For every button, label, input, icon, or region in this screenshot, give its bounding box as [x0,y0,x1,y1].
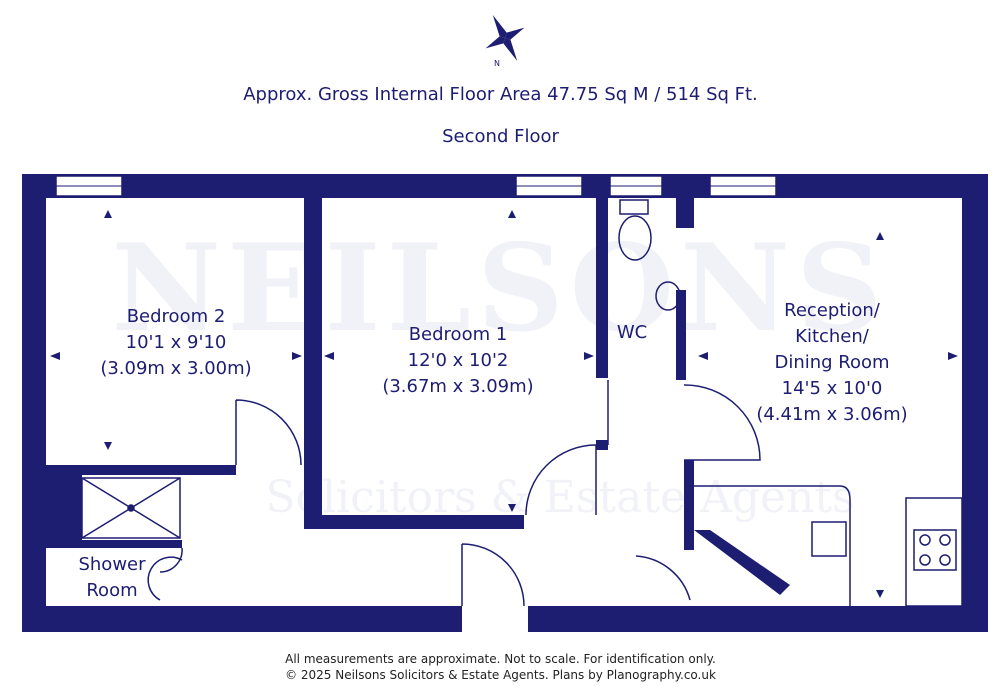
bedroom2-name: Bedroom 2 [127,306,226,327]
room-wc: WC [617,322,647,343]
shower-name-line1: Shower [78,554,146,575]
compass-north-label: N [494,59,500,68]
bedroom1-name: Bedroom 1 [409,324,508,345]
reception-name-line3: Dining Room [774,352,889,373]
reception-name-line2: Kitchen/ [795,326,870,347]
walls [22,174,988,632]
watermark-brand: NEILSONS [111,218,888,359]
shower-name-line2: Room [86,580,137,601]
watermark: NEILSONS Solicitors & Estate Agents [111,218,888,523]
room-shower: Shower Room [78,554,146,601]
reception-metric: (4.41m x 3.06m) [756,404,907,425]
measurement-arrows [50,210,958,598]
reception-name-line1: Reception/ [784,300,881,321]
room-reception: Reception/ Kitchen/ Dining Room 14'5 x 1… [756,300,907,425]
room-bedroom1: Bedroom 1 12'0 x 10'2 (3.67m x 3.09m) [382,324,533,397]
floor-area-title: Approx. Gross Internal Floor Area 47.75 … [243,84,758,105]
wc-fixtures [618,199,681,311]
disclaimer: All measurements are approximate. Not to… [285,652,716,666]
copyright: © 2025 Neilsons Solicitors & Estate Agen… [285,668,716,682]
wc-name: WC [617,322,647,343]
bedroom1-metric: (3.67m x 3.09m) [382,376,533,397]
shower-tray [81,477,181,539]
bedroom1-imperial: 12'0 x 10'2 [408,350,509,371]
room-bedroom2: Bedroom 2 10'1 x 9'10 (3.09m x 3.00m) [100,306,251,379]
kitchen-units [694,485,963,607]
reception-imperial: 14'5 x 10'0 [782,378,883,399]
bedroom2-imperial: 10'1 x 9'10 [126,332,227,353]
floor-name: Second Floor [442,126,559,147]
compass-icon [485,15,525,61]
doors [147,380,761,607]
bedroom2-metric: (3.09m x 3.00m) [100,358,251,379]
watermark-tagline: Solicitors & Estate Agents [265,472,854,523]
